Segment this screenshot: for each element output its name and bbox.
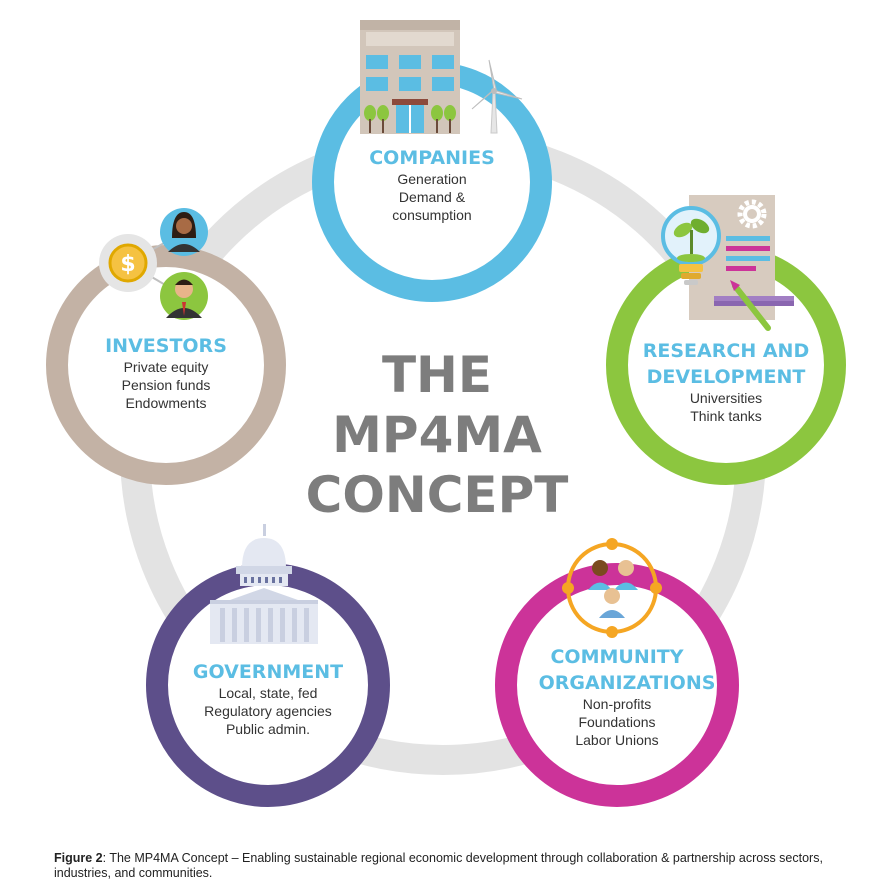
node-companies-item: Demand & xyxy=(399,189,466,205)
businessman-avatar-icon xyxy=(160,272,208,320)
node-research-item: Think tanks xyxy=(690,408,762,424)
wind-turbine-icon xyxy=(471,59,523,134)
lightbulb-plant-icon xyxy=(661,206,721,285)
figure-caption: Figure 2: The MP4MA Concept – Enabling s… xyxy=(54,851,834,881)
node-community-item: Non-profits xyxy=(583,696,651,712)
node-community-ring xyxy=(495,563,739,807)
community-network-icon xyxy=(562,538,662,638)
figure-caption-text: : The MP4MA Concept – Enabling sustainab… xyxy=(54,851,823,880)
node-government-title: GOVERNMENT xyxy=(193,661,343,683)
node-investors-ring xyxy=(46,245,286,485)
center-title-line: CONCEPT xyxy=(306,466,569,524)
node-investors: INVESTORS Private equity Pension funds E… xyxy=(46,245,286,485)
node-community-item: Foundations xyxy=(578,714,655,730)
gear-icon xyxy=(737,199,767,229)
dollar-coin-icon: $ xyxy=(99,234,157,292)
node-research-title: DEVELOPMENT xyxy=(647,366,806,388)
node-investors-item: Endowments xyxy=(126,395,207,411)
pencil-icon xyxy=(730,280,771,331)
node-investors-item: Private equity xyxy=(124,359,209,375)
node-government-item: Regulatory agencies xyxy=(204,703,332,719)
center-title-line: THE xyxy=(382,346,492,404)
svg-text:$: $ xyxy=(120,252,135,277)
node-research-title: RESEARCH AND xyxy=(643,340,809,362)
node-research-item: Universities xyxy=(690,390,762,406)
node-community-title: COMMUNITY xyxy=(550,646,683,668)
center-title-line: MP4MA xyxy=(332,406,542,464)
node-companies-item: Generation xyxy=(397,171,466,187)
node-government-item: Local, state, fed xyxy=(219,685,318,701)
node-community-title: ORGANIZATIONS xyxy=(539,672,716,694)
businesswoman-avatar-icon xyxy=(160,208,208,256)
node-investors-item: Pension funds xyxy=(122,377,211,393)
node-community-item: Labor Unions xyxy=(575,732,658,748)
center-title: THE MP4MA CONCEPT xyxy=(306,346,569,524)
node-companies-title: COMPANIES xyxy=(369,147,495,169)
office-building-icon xyxy=(360,20,460,134)
node-government-item: Public admin. xyxy=(226,721,310,737)
node-community-organizations: COMMUNITY ORGANIZATIONS Non-profits Foun… xyxy=(495,563,739,807)
figure-caption-label: Figure 2 xyxy=(54,851,103,865)
node-companies-item: consumption xyxy=(392,207,471,223)
node-investors-title: INVESTORS xyxy=(105,335,227,357)
capitol-building-icon xyxy=(210,524,318,644)
